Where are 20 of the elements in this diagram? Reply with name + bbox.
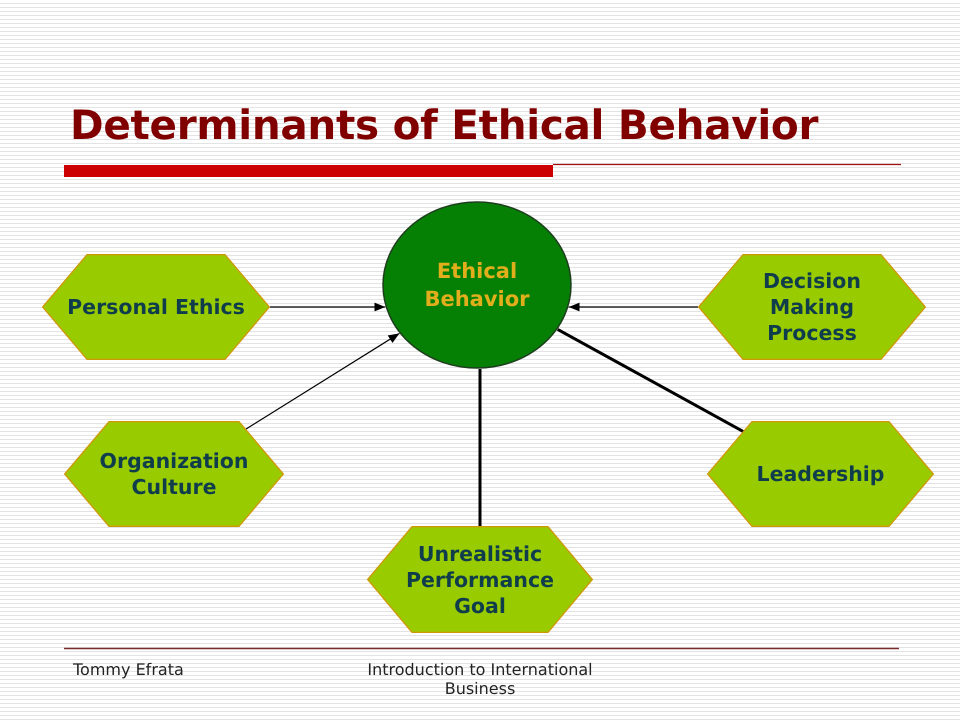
hexagon-box [42, 254, 270, 360]
hexagon-box [367, 526, 593, 633]
node-label: Unrealistic Performance Goal [405, 540, 555, 618]
center-circle [382, 201, 572, 369]
hexagon-box [64, 421, 284, 527]
arrow [568, 302, 698, 312]
connector-line [556, 328, 744, 433]
node-label: Ethical Behavior [423, 258, 531, 313]
arrow [246, 332, 400, 430]
hexagon-box [707, 421, 934, 527]
connector-line [478, 369, 482, 526]
node-label: Decision Making Process [762, 268, 862, 346]
slide-title: Determinants of Ethical Behavior [70, 101, 818, 149]
footer-text: Tommy Efrata [73, 660, 185, 679]
hexagon-box [698, 254, 926, 360]
arrow [270, 302, 386, 312]
node-label: Leadership [756, 461, 884, 487]
footer-text: Introduction to International Business [366, 660, 594, 698]
node-label: Organization Culture [98, 448, 250, 500]
node-label: Personal Ethics [67, 294, 245, 320]
